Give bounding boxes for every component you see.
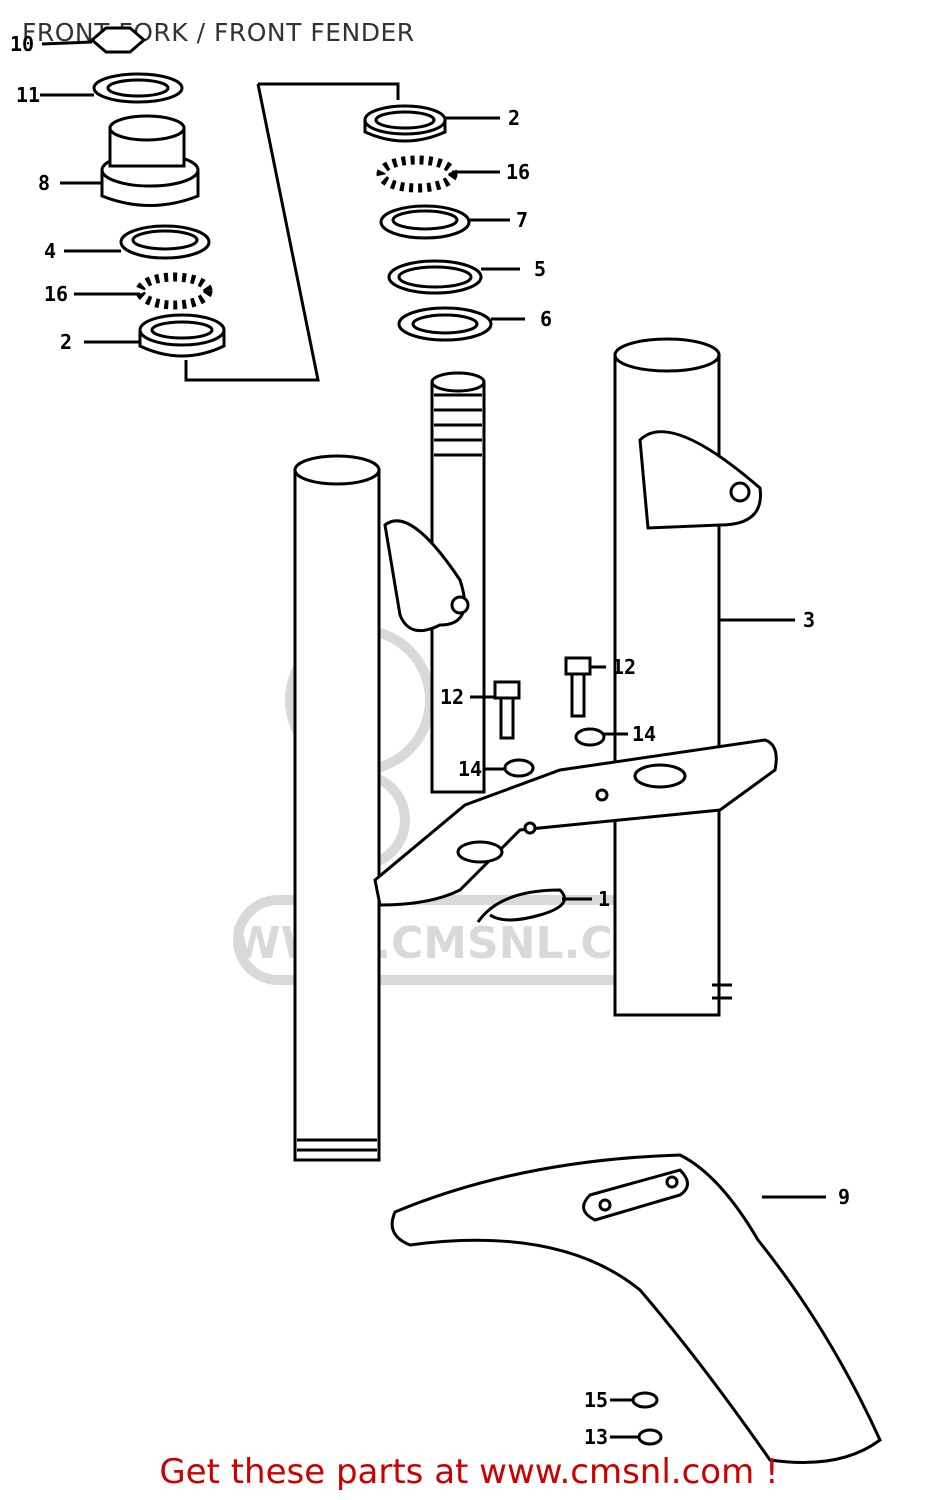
washer-6 [397, 306, 493, 342]
bolt-12-right [564, 656, 592, 718]
callout-16-left: 16 [44, 282, 68, 306]
callout-2-left: 2 [60, 330, 72, 354]
callout-12-left: 12 [440, 685, 464, 709]
fork-leg-right [613, 337, 762, 1017]
ball-bearing-16-left [135, 272, 213, 310]
get-parts-link[interactable]: Get these parts at www.cmsnl.com ! [159, 1452, 779, 1492]
washer-15 [631, 1391, 659, 1409]
callout-5: 5 [534, 257, 546, 281]
fork-leg-left [293, 454, 470, 1162]
washer-11 [92, 72, 184, 104]
callout-16-right: 16 [506, 160, 530, 184]
callout-6: 6 [540, 307, 552, 331]
callout-3: 3 [803, 608, 815, 632]
callout-2-right: 2 [508, 106, 520, 130]
callout-15: 15 [584, 1388, 608, 1412]
race-7 [379, 204, 471, 240]
callout-14-left: 14 [458, 757, 482, 781]
front-fender [390, 1153, 882, 1464]
race-2-right [363, 104, 447, 143]
callout-8: 8 [38, 171, 50, 195]
callout-13: 13 [584, 1425, 608, 1449]
washer-14-right [574, 727, 606, 747]
callout-1: 1 [598, 887, 610, 911]
callout-9: 9 [838, 1185, 850, 1209]
nut-13 [637, 1428, 663, 1446]
bolt-12-left [493, 680, 521, 740]
callout-12-right: 12 [612, 655, 636, 679]
dust-seal-5 [387, 259, 483, 295]
callout-7: 7 [516, 208, 528, 232]
washer-14-left [503, 758, 535, 778]
ball-bearing-16-right [376, 155, 458, 193]
callout-11: 11 [16, 83, 40, 107]
group-bracket-top [258, 82, 400, 100]
callout-4: 4 [44, 239, 56, 263]
fork-bottom-bridge [373, 738, 778, 907]
group-bracket-bottom [184, 83, 320, 382]
adjusting-nut-8 [100, 114, 200, 207]
leader-lines [40, 40, 826, 1439]
callout-10: 10 [10, 32, 34, 56]
steering-stem-nut [89, 26, 147, 54]
callout-14-right: 14 [632, 722, 656, 746]
race-2-left [138, 313, 226, 358]
cotter-pin-1 [476, 888, 566, 923]
race-4 [119, 224, 211, 260]
